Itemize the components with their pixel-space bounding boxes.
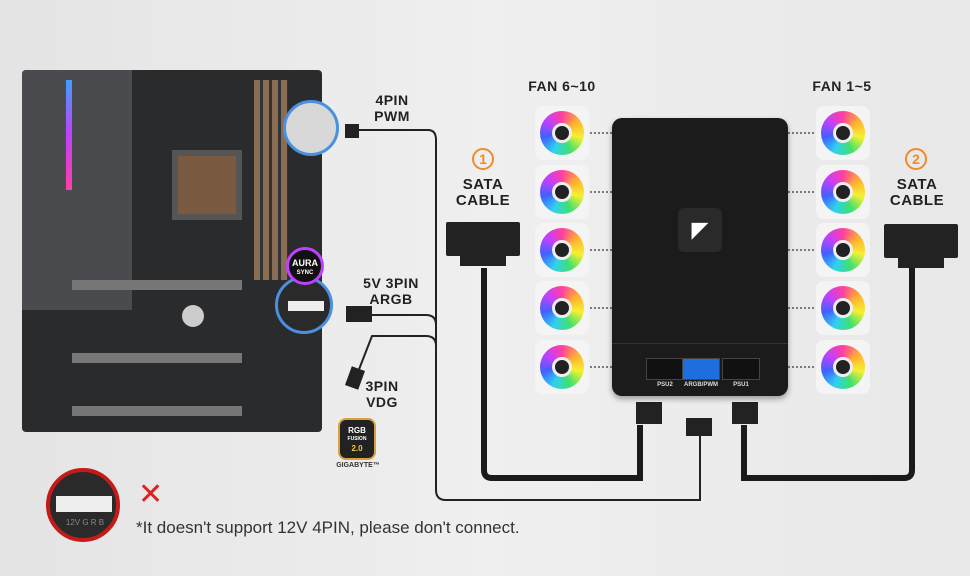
pwm-label-line: PWM — [374, 108, 410, 124]
12v-header-label: 12V G R B — [65, 518, 105, 527]
fusion-version-text: 2.0 — [351, 444, 363, 453]
rgb-fan — [816, 165, 870, 219]
cpu-socket — [172, 150, 242, 220]
brand-logo-icon: ◤ — [678, 208, 722, 252]
sata1-label-line: CABLE — [455, 192, 511, 209]
rgb-fan — [535, 281, 589, 335]
sata2-label-line: CABLE — [889, 192, 945, 209]
12v-header-pins — [56, 496, 112, 512]
rgb-fan — [535, 223, 589, 277]
step-number-1: 1 — [472, 148, 494, 170]
fan-hub: ◤ PSU2 ARGB/PWM PSU1 — [612, 118, 788, 396]
hub-cable-connector — [686, 418, 712, 436]
sata1-connector-neck — [460, 256, 506, 266]
argb-connector — [346, 306, 372, 322]
sata2-connector-neck — [898, 258, 944, 268]
fans-right-label: FAN 1~5 — [812, 78, 872, 94]
sync-text: SYNC — [296, 270, 314, 276]
cmos-battery — [182, 305, 204, 327]
sata1-cable — [481, 268, 643, 481]
io-shroud — [22, 70, 132, 310]
port-argb-pwm — [682, 358, 720, 380]
vdg-connector — [345, 366, 365, 390]
rgb-fan — [816, 106, 870, 160]
fan-hub-cap — [552, 357, 572, 377]
pwm-connector — [345, 124, 359, 138]
rgb-fan — [816, 281, 870, 335]
sata1-label-line: SATA — [462, 176, 504, 193]
rgb-fan — [535, 340, 589, 394]
argb-label-line: 5V 3PIN — [363, 275, 419, 291]
fan-hub-cap — [552, 298, 572, 318]
ram-slots — [254, 80, 288, 280]
rgb-text: RGB — [348, 426, 366, 435]
vdg-label-line: 3PIN — [365, 378, 399, 394]
rgb-strip — [66, 80, 72, 190]
fan-hub-cap — [552, 182, 572, 202]
fan-hub-cap — [833, 357, 853, 377]
fan-hub-cap — [552, 240, 572, 260]
fan-hub-cap — [833, 298, 853, 318]
sata2-connector — [884, 224, 958, 268]
fan-hub-cap — [833, 182, 853, 202]
rgb-fan — [816, 223, 870, 277]
step-number-2: 2 — [905, 148, 927, 170]
pcie-slot — [72, 280, 242, 290]
rgb-fan — [816, 340, 870, 394]
aura-sync-logo: AURA SYNC — [286, 247, 324, 285]
port-label: ARGB/PWM — [684, 382, 718, 388]
hub-cable-connector — [636, 402, 662, 424]
12v-header-zoom: 12V G R B — [46, 468, 120, 542]
sata2-cable — [741, 268, 915, 481]
sata2-label-line: SATA — [896, 176, 938, 193]
fan-hub-cap — [833, 240, 853, 260]
warning-text: *It doesn't support 12V 4PIN, please don… — [136, 518, 520, 537]
fans-left-label: FAN 6~10 — [528, 78, 596, 94]
argb-header-pins — [288, 301, 324, 311]
vdg-cable — [357, 335, 437, 373]
motherboard-image — [22, 70, 322, 432]
pwm-label-line: 4PIN — [375, 92, 409, 108]
sata1-connector — [446, 222, 520, 266]
vdg-label-line: VDG — [366, 394, 398, 410]
hub-divider — [612, 343, 788, 344]
argb-cable — [372, 314, 437, 326]
port-label: PSU2 — [657, 382, 673, 388]
rgb-fan — [535, 106, 589, 160]
pwm-header-zoom — [283, 100, 339, 156]
port-psu1 — [722, 358, 760, 380]
cross-icon: ✕ — [138, 478, 164, 511]
gigabyte-text: GIGABYTE™ — [336, 462, 380, 469]
pcie-slot — [72, 406, 242, 416]
argb-label-line: ARGB — [369, 291, 413, 307]
fusion-text: FUSION — [347, 436, 367, 442]
port-psu2 — [646, 358, 684, 380]
fan-link-lines — [590, 132, 816, 368]
port-label: PSU1 — [733, 382, 749, 388]
hub-cable-connector — [732, 402, 758, 424]
rgb-fan — [535, 165, 589, 219]
fan-hub-cap — [833, 123, 853, 143]
pcie-slot — [72, 353, 242, 363]
fan-hub-cap — [552, 123, 572, 143]
pwm-cable — [350, 129, 701, 501]
aura-text: AURA — [292, 258, 318, 268]
